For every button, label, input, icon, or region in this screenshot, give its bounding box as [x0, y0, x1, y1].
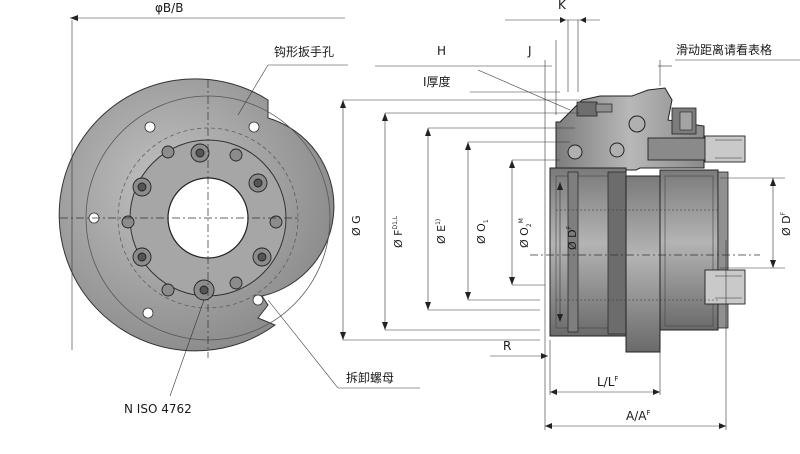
release-nut-label: 拆卸螺母 [346, 370, 394, 385]
O2-label: Ø O2M [518, 218, 533, 248]
H-label: H [437, 44, 446, 58]
A-label: A/AF [626, 409, 651, 423]
dimension-lines [340, 17, 800, 429]
bolt-circle [121, 143, 283, 301]
O1-label: Ø O1 [475, 219, 490, 244]
wrench-hole-label: 钩形扳手孔 [274, 45, 334, 59]
D-left-label: Ø DF [566, 225, 579, 250]
G-label: Ø G [350, 215, 363, 236]
D-right-label: Ø DF [780, 211, 793, 236]
I-thickness-label: I厚度 [423, 74, 451, 89]
L-label: L/LF [597, 375, 618, 389]
R-label: R [503, 339, 511, 353]
slide-distance-label: 滑动距离请看表格 [676, 42, 772, 57]
wrench-holes [88, 121, 264, 319]
center-flange [625, 175, 661, 353]
J-label: J [527, 44, 532, 58]
E-label: Ø E1) [435, 219, 448, 244]
phiB-label: φB/B [155, 1, 183, 15]
F-label: Ø FD1,L [392, 215, 405, 248]
section-view [530, 20, 760, 430]
K-label: K [558, 0, 567, 12]
hub-right [659, 169, 719, 331]
front-view [58, 15, 420, 397]
iso-label: N ISO 4762 [124, 402, 192, 416]
